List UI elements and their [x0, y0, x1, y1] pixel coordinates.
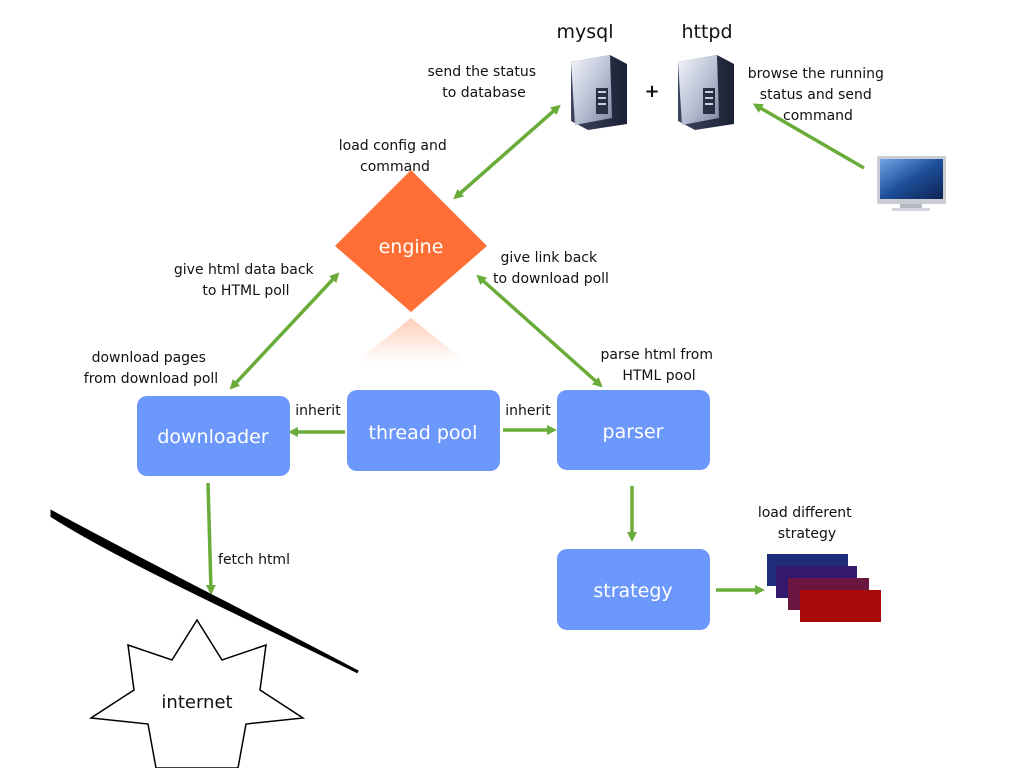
parser-node: parser	[557, 390, 710, 470]
svg-text:downloader: downloader	[157, 426, 269, 448]
browse-status-text: browse the running status and send comma…	[748, 66, 889, 124]
httpd-label: httpd	[681, 21, 732, 43]
send-status-text: send the status to database	[427, 64, 540, 101]
give-link-back-text: give link back to download poll	[493, 250, 609, 287]
svg-text:parser: parser	[603, 421, 664, 443]
svg-text:engine: engine	[379, 236, 444, 258]
inherit-left-text: inherit	[295, 403, 341, 419]
downloader-node: downloader	[137, 396, 290, 476]
mysql-label: mysql	[557, 21, 614, 43]
fetch-html-arrow	[205, 482, 216, 595]
svg-text:thread pool: thread pool	[369, 422, 478, 444]
plus-sign: +	[644, 81, 659, 102]
engine-mysql-arrow	[453, 104, 561, 200]
strategy-node: strategy	[557, 549, 710, 630]
mysql-server-icon	[571, 55, 627, 130]
inherit-right-text: inherit	[505, 403, 551, 419]
engine-parser-arrow	[476, 274, 603, 388]
svg-text:internet: internet	[161, 692, 232, 713]
star-burst-shape	[88, 618, 306, 768]
svg-text:strategy: strategy	[593, 580, 672, 602]
network-boundary-line	[50, 509, 359, 674]
parse-html-text: parse html from HTML pool	[601, 347, 718, 384]
monitor-httpd-arrow	[752, 103, 865, 170]
internet-node: internet	[88, 618, 306, 768]
thread-pool-node: thread pool	[347, 390, 500, 471]
engine-reflection	[356, 318, 466, 362]
engine-downloader-arrow	[229, 272, 340, 390]
fetch-html-text: fetch html	[218, 552, 290, 568]
monitor-icon	[877, 156, 946, 211]
download-pages-text: download pages from download poll	[84, 350, 218, 387]
engine-node: engine	[335, 170, 487, 362]
give-html-back-text: give html data back to HTML poll	[174, 262, 318, 299]
load-config-text: load config and command	[339, 138, 451, 175]
strategy-cards-icon	[767, 554, 881, 622]
httpd-server-icon	[678, 55, 734, 130]
load-strategy-text: load different strategy	[758, 505, 856, 542]
